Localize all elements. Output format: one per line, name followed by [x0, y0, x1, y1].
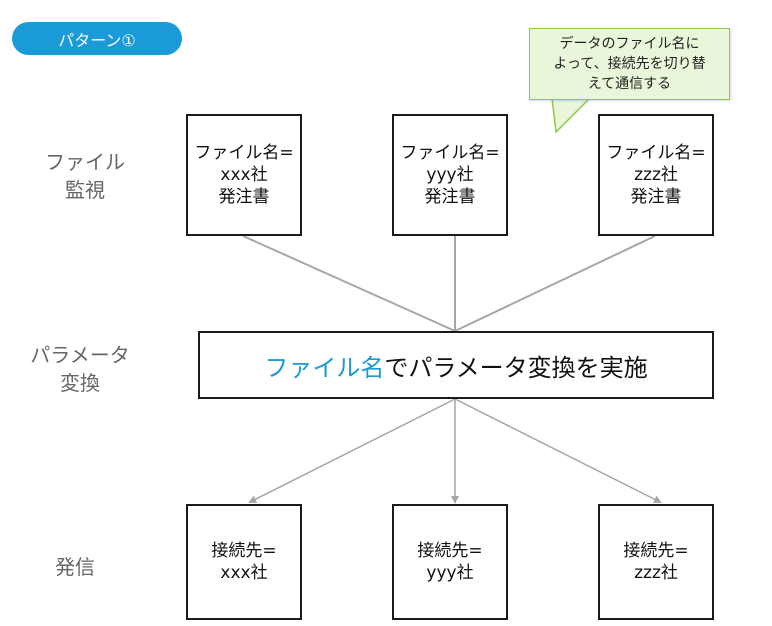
connector-source-3: [454, 235, 656, 332]
parameter-box-highlight: ファイル名: [264, 353, 385, 382]
row-label-file-watch-line-1: ファイル: [45, 150, 125, 174]
callout-line-2: よって、接続先を切り替: [553, 56, 706, 72]
callout-bubble: データのファイル名に よって、接続先を切り替 えて通信する: [529, 28, 730, 100]
row-label-param-convert-line-1: パラメータ: [30, 343, 130, 367]
source-file-2-line-1: ファイル名=: [400, 143, 500, 163]
arrow-destination-3: [454, 398, 662, 503]
destination-2-line-1: 接続先=: [417, 541, 483, 561]
row-label-param-convert: パラメータ 変換: [10, 341, 150, 397]
destination-2-line-2: yyy社: [426, 563, 474, 583]
parameter-box-text: でパラメータ変換を実施: [384, 353, 648, 382]
source-file-3-line-3: 発注書: [630, 187, 682, 207]
destination-3-line-1: 接続先=: [623, 541, 689, 561]
destination-1-line-1: 接続先=: [211, 541, 277, 561]
source-file-1-line-2: xxx社: [220, 165, 268, 185]
pattern-label-text: パターン①: [58, 30, 136, 50]
parameter-conversion-box: ファイル名でパラメータ変換を実施: [198, 331, 714, 399]
source-file-2-line-3: 発注書: [424, 187, 476, 207]
destination-3-line-2: zzz社: [634, 563, 678, 583]
source-file-box-3: ファイル名= zzz社 発注書: [598, 114, 714, 236]
destination-box-1: 接続先= xxx社: [186, 504, 302, 620]
source-file-box-2: ファイル名= yyy社 発注書: [392, 114, 508, 236]
source-file-box-1: ファイル名= xxx社 発注書: [186, 114, 302, 236]
source-file-3-line-1: ファイル名=: [606, 143, 706, 163]
source-file-1-line-1: ファイル名=: [194, 143, 294, 163]
destination-box-2: 接続先= yyy社: [392, 504, 508, 620]
row-label-send-line-1: 発信: [55, 555, 95, 579]
source-file-2-line-2: yyy社: [426, 165, 474, 185]
row-label-param-convert-line-2: 変換: [60, 371, 100, 395]
row-label-file-watch-line-2: 監視: [65, 178, 105, 202]
connector-source-1: [242, 235, 456, 332]
row-label-send: 発信: [30, 553, 120, 581]
callout-line-3: えて通信する: [587, 76, 672, 92]
destination-1-line-2: xxx社: [220, 563, 268, 583]
row-label-file-watch: ファイル 監視: [40, 148, 130, 204]
callout-line-1: データのファイル名に: [559, 36, 700, 52]
source-file-1-line-3: 発注書: [218, 187, 270, 207]
arrow-destination-1: [248, 398, 456, 503]
pattern-label: パターン①: [12, 22, 182, 55]
destination-box-3: 接続先= zzz社: [598, 504, 714, 620]
source-file-3-line-2: zzz社: [634, 165, 678, 185]
